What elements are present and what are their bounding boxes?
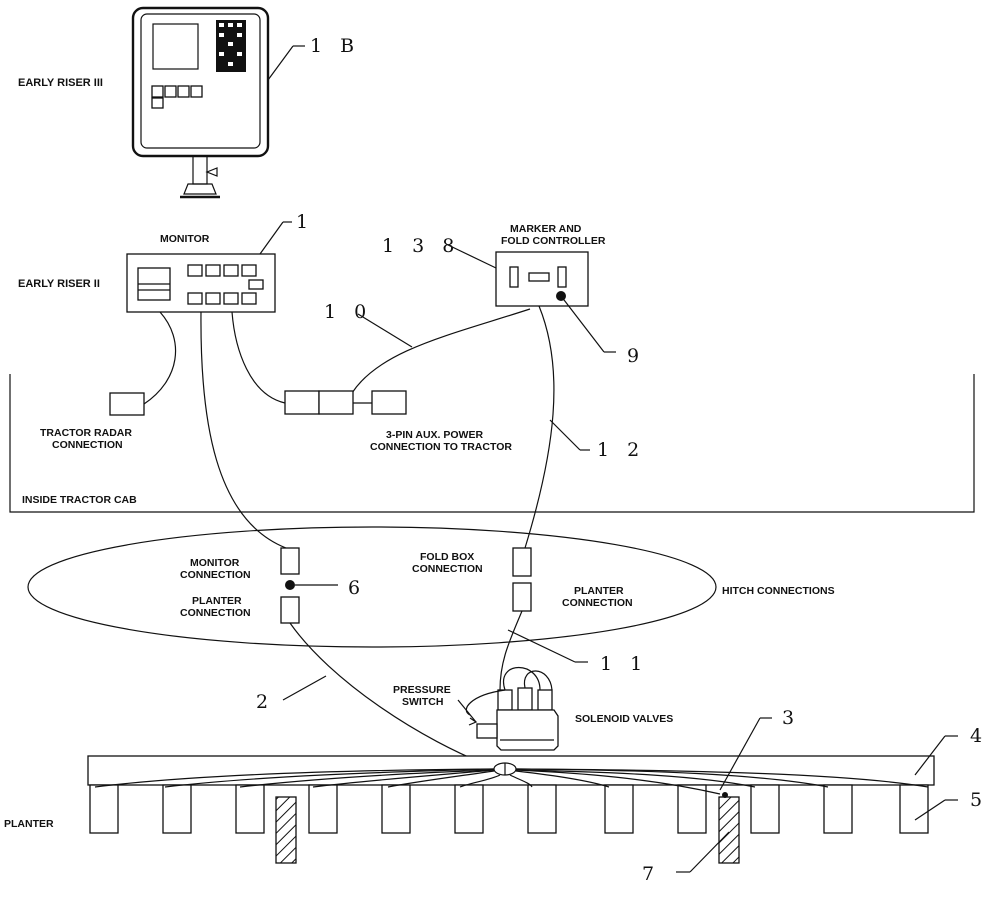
callout-1b: 1 B — [310, 35, 360, 57]
tractor-radar-label-1: TRACTOR RADAR — [40, 427, 132, 439]
callout-2: 2 — [256, 691, 274, 713]
monitor-connection-label-1: MONITOR — [190, 557, 240, 569]
planter-connection-right-label-2: CONNECTION — [562, 597, 633, 609]
aux-power-label-2: CONNECTION TO TRACTOR — [370, 441, 512, 453]
planter-harness — [94, 762, 929, 795]
callout-4: 4 — [970, 725, 988, 747]
fold-box-label-1: FOLD BOX — [420, 551, 474, 563]
planter-connection-left-label-1: PLANTER — [192, 595, 242, 607]
pressure-switch-label-1: PRESSURE — [393, 684, 451, 696]
sensor-unit-left — [275, 796, 297, 864]
planter-connection-plug-left — [280, 596, 300, 624]
inside-cab-label: INSIDE TRACTOR CAB — [22, 494, 137, 506]
monitor-connection-label-2: CONNECTION — [180, 569, 251, 581]
callout-12: 1 2 — [597, 439, 645, 461]
fold-box-connection-plug — [512, 547, 532, 577]
aux-power-label-1: 3-PIN AUX. POWER — [386, 429, 483, 441]
planter-connection-left-label-2: CONNECTION — [180, 607, 251, 619]
callout-3: 3 — [782, 707, 800, 729]
marker-fold-label-2: FOLD CONTROLLER — [501, 235, 606, 247]
callout-138: 1 3 8 — [382, 235, 460, 257]
tractor-radar-label-2: CONNECTION — [52, 439, 123, 451]
callout-11: 1 1 — [600, 653, 648, 675]
marker-fold-controller — [495, 251, 589, 307]
early-riser-ii-monitor — [126, 253, 276, 313]
callout-6: 6 — [348, 577, 366, 599]
pressure-switch-label-2: SWITCH — [402, 696, 443, 708]
solenoid-valves-label: SOLENOID VALVES — [575, 713, 673, 725]
callout-1: 1 — [296, 211, 314, 233]
planter-toolbar — [87, 755, 935, 786]
aux-power-connector — [284, 390, 407, 415]
planter-row-units — [89, 784, 929, 834]
connection-point-6 — [285, 580, 295, 590]
callout-9: 9 — [627, 345, 645, 367]
planter-connection-plug-right — [512, 582, 532, 612]
planter-label: PLANTER — [4, 818, 54, 830]
tractor-radar-connector — [109, 392, 145, 416]
keypad — [216, 20, 246, 72]
monitor-connection-plug — [280, 547, 300, 575]
tractor-cab-outline — [9, 374, 975, 513]
hitch-connections-ellipse — [27, 526, 717, 648]
early-riser-ii-label: EARLY RISER II — [18, 278, 100, 290]
hitch-label: HITCH CONNECTIONS — [722, 585, 835, 597]
callout-7: 7 — [642, 863, 660, 885]
marker-fold-label-1: MARKER AND — [510, 223, 582, 235]
early-riser-iii-monitor — [131, 6, 270, 199]
early-riser-iii-label: EARLY RISER III — [18, 77, 103, 89]
monitor-label: MONITOR — [160, 233, 210, 245]
planter-connection-right-label-1: PLANTER — [574, 585, 624, 597]
solenoid-valves — [476, 687, 559, 751]
sensor-unit-7 — [718, 796, 740, 864]
fold-box-label-2: CONNECTION — [412, 563, 483, 575]
callout-10: 1 0 — [324, 301, 372, 323]
callout-5: 5 — [970, 789, 988, 811]
